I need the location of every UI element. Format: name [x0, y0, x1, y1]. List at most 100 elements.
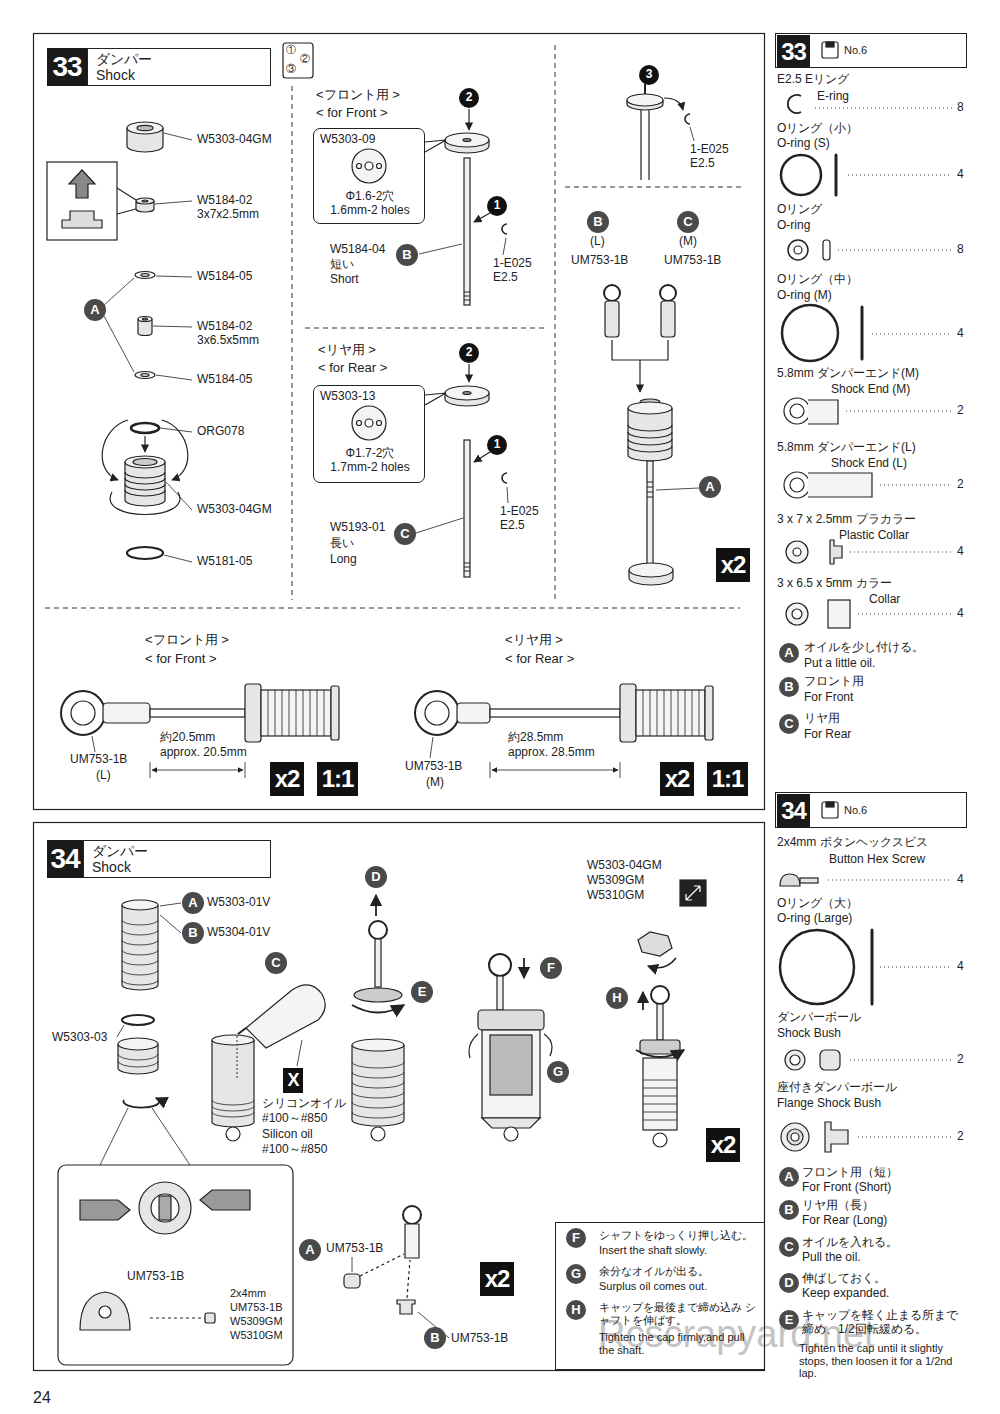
piston-shaft — [685, 114, 690, 124]
label-text: Short — [330, 273, 359, 287]
node-text: No.6 — [844, 44, 867, 57]
label-text: For Rear — [804, 728, 851, 742]
label-text: オイルを入れる。 — [802, 1236, 898, 1250]
shock-assembly-step — [238, 1028, 246, 1034]
node-text: B — [402, 248, 411, 263]
parts-header: No.634 — [775, 792, 967, 828]
shock-assembly-step — [478, 1010, 544, 1030]
shock-assembly-step — [369, 921, 387, 939]
node-text: 33 — [52, 51, 81, 83]
shock-part — [141, 374, 149, 377]
piston-shaft — [377, 421, 382, 426]
node-text: F — [547, 961, 555, 976]
shock-assembly — [490, 762, 620, 778]
parts-icon — [808, 473, 872, 497]
shock-part — [137, 125, 153, 130]
parts-icon — [820, 1050, 840, 1070]
step-number: 33 — [777, 35, 810, 68]
label-text: <リヤ用 > — [505, 633, 563, 648]
shock-assembly-step — [523, 958, 525, 978]
label-text: ② — [300, 53, 310, 65]
label-text: 2 — [957, 478, 964, 492]
label-text: O-ring — [777, 219, 810, 233]
page-number: 24 — [33, 1389, 51, 1407]
callout-letter: B — [587, 211, 609, 233]
parts-icon — [828, 600, 850, 628]
shock-assembly-step — [236, 1036, 237, 1080]
label-text: UM753-1B — [326, 1242, 383, 1256]
node-text: C — [400, 527, 409, 542]
node-text: A — [784, 646, 793, 661]
label-text: O-ring (S) — [777, 137, 830, 151]
node-text: C — [271, 956, 280, 971]
node-text: Surplus oil comes out. — [599, 1280, 762, 1293]
label-text: 8 — [957, 101, 964, 115]
shock-part — [47, 162, 117, 240]
piston-shaft — [445, 386, 489, 400]
piston-shaft — [463, 392, 471, 395]
label-text: Silicon oil — [262, 1128, 313, 1142]
callout-number: 3 — [639, 65, 659, 85]
quantity-badge: 1:1 — [707, 762, 748, 796]
node-text: E — [418, 985, 427, 1000]
node-text: H — [571, 1303, 580, 1318]
node-text: 34 — [781, 797, 806, 825]
node-text: 2 — [466, 91, 473, 105]
panel-frame — [34, 34, 765, 1371]
leader-line — [104, 278, 134, 372]
callout-letter: B — [424, 1327, 446, 1349]
label-text: 3x7x2.5mm — [197, 208, 259, 222]
node-text: 2 — [466, 346, 473, 360]
node-text: B — [784, 1203, 793, 1218]
label-text: Oリング（小） — [777, 122, 858, 136]
label-text: シリコンオイル — [262, 1097, 346, 1111]
piston-shaft — [425, 140, 446, 152]
shock-assembly — [415, 691, 459, 735]
label-text: Plastic Collar — [839, 529, 909, 543]
label-text: W5303-04GM — [197, 503, 272, 517]
callout-number: 1 — [487, 196, 507, 216]
label-text: #100～#850 — [262, 1112, 327, 1126]
label-text: Shock Bush — [777, 1027, 841, 1041]
shock-assembly-step — [212, 1035, 254, 1045]
label-text: 4 — [957, 607, 964, 621]
shock-assembly — [71, 701, 95, 725]
label-text: Oリング（中） — [777, 273, 858, 287]
shock-assembly-step — [226, 1127, 240, 1141]
label-text: 3 x 6.5 x 5mm カラー — [777, 577, 892, 591]
shock-assembly-step — [352, 1005, 404, 1013]
label-text: (M) — [679, 235, 697, 249]
node-text: x2 — [665, 765, 690, 793]
shock-assembly-step — [504, 1127, 518, 1141]
label-text: リヤ用 — [804, 712, 840, 726]
node-text: シャフトをゆっくり押し込む。 — [599, 1229, 762, 1242]
node-text: 1:1 — [322, 765, 354, 793]
leader-line — [92, 127, 699, 1338]
shock-part — [133, 459, 157, 466]
label-text: 短い — [330, 258, 354, 272]
shock-assembly-step — [151, 1194, 179, 1222]
step-number: 34 — [777, 794, 810, 828]
node-text: キャップを最後まで締め込み シャフトを伸ばす。 — [599, 1301, 759, 1327]
node-text: ダンパー — [96, 51, 152, 67]
shock-part — [47, 122, 188, 559]
parts-icon — [800, 878, 818, 883]
piston-shaft — [464, 563, 470, 571]
quantity-badge: 1:1 — [317, 762, 358, 796]
parts-icon — [822, 42, 838, 58]
label-text: 5.8mm ダンパーエンド(M) — [777, 367, 919, 381]
node-text: Φ1.7-2穴 1.7mm-2 holes — [329, 446, 411, 475]
label-text: For Front — [804, 691, 853, 705]
label-text: ORG078 — [197, 425, 244, 439]
shock-part — [62, 211, 102, 228]
node-text: Tighten the cap firmly,and pull the shaf… — [599, 1331, 762, 1357]
node-text: F — [572, 1231, 580, 1246]
parts-icon — [786, 603, 808, 625]
shock-assembly-step — [497, 976, 503, 1010]
dotted-leader — [815, 108, 952, 1137]
shock-assembly-step — [354, 988, 402, 1002]
parts-icon — [790, 478, 804, 492]
shock-assembly — [705, 686, 713, 740]
label-text: W5303-01V — [207, 896, 270, 910]
shock-assembly-step — [686, 886, 700, 900]
